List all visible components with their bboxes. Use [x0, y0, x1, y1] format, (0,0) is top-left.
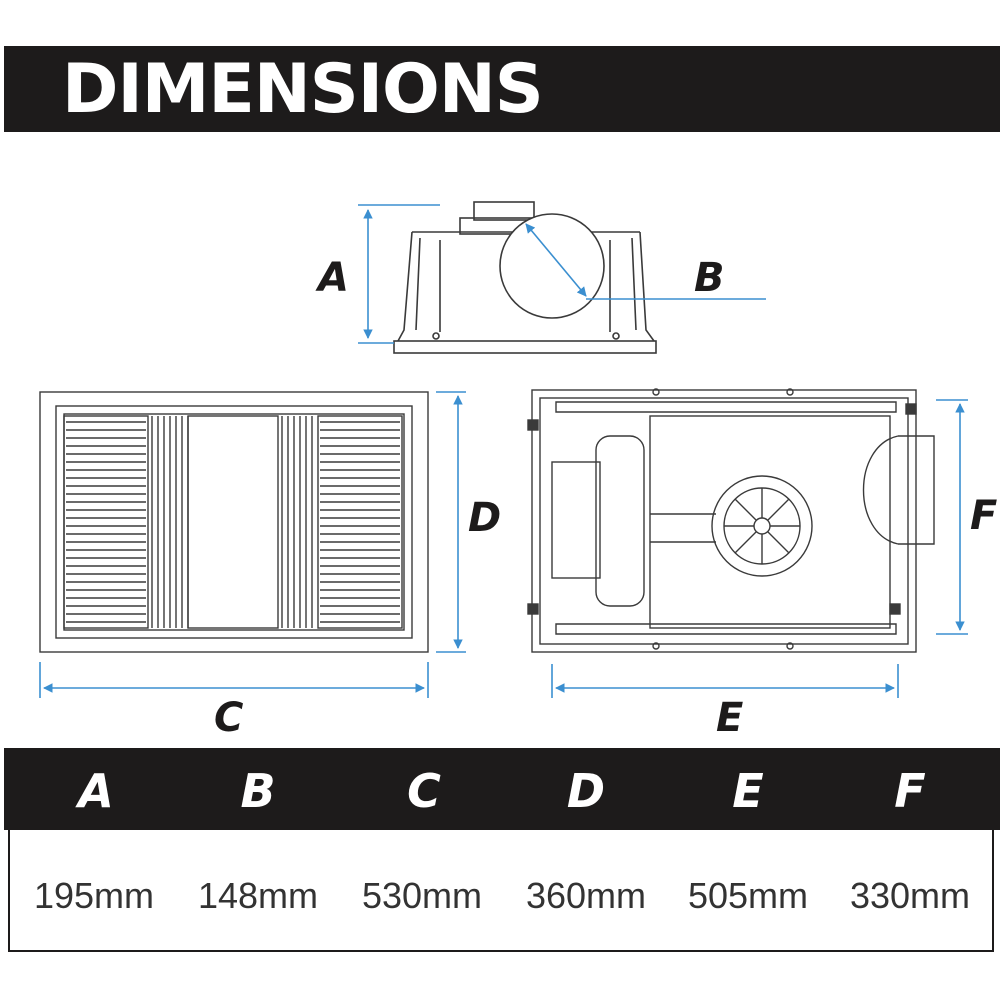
- table-header-b: B: [240, 764, 276, 818]
- dimensions-table-header: A B C D E F: [4, 748, 1000, 830]
- table-value-b: 148mm: [197, 875, 319, 916]
- table-header-c: C: [407, 764, 441, 818]
- table-header-d: D: [566, 764, 606, 818]
- top-view: [527, 388, 935, 653]
- dimension-b-line: [525, 223, 766, 300]
- table-value-e: 505mm: [687, 875, 809, 916]
- dimension-a-line: [358, 204, 440, 344]
- table-header-f: F: [894, 764, 926, 818]
- dimension-label-c: C: [214, 695, 244, 741]
- dimension-label-b: B: [694, 255, 725, 301]
- dimension-e-line: [551, 664, 899, 698]
- table-header-a: A: [78, 764, 114, 818]
- product-line-drawings: [39, 201, 968, 698]
- table-header-e: E: [732, 764, 764, 818]
- page-title: DIMENSIONS: [62, 50, 544, 129]
- table-value-f: 330mm: [849, 875, 971, 916]
- dimension-d-line: [436, 391, 466, 653]
- dimension-label-e: E: [716, 695, 744, 741]
- dimensions-table-body: 195mm 148mm 530mm 360mm 505mm 330mm: [8, 830, 994, 952]
- dimension-c-line: [39, 662, 429, 698]
- table-value-d: 360mm: [525, 875, 647, 916]
- title-bar: DIMENSIONS: [4, 46, 1000, 132]
- dimension-f-line: [936, 399, 968, 635]
- dimension-label-f: F: [970, 493, 998, 539]
- side-view: [393, 201, 657, 354]
- dimension-label-a: A: [318, 255, 349, 301]
- front-grille-view: [39, 391, 429, 653]
- dimension-label-d: D: [468, 495, 502, 541]
- table-value-c: 530mm: [361, 875, 483, 916]
- table-value-a: 195mm: [33, 875, 155, 916]
